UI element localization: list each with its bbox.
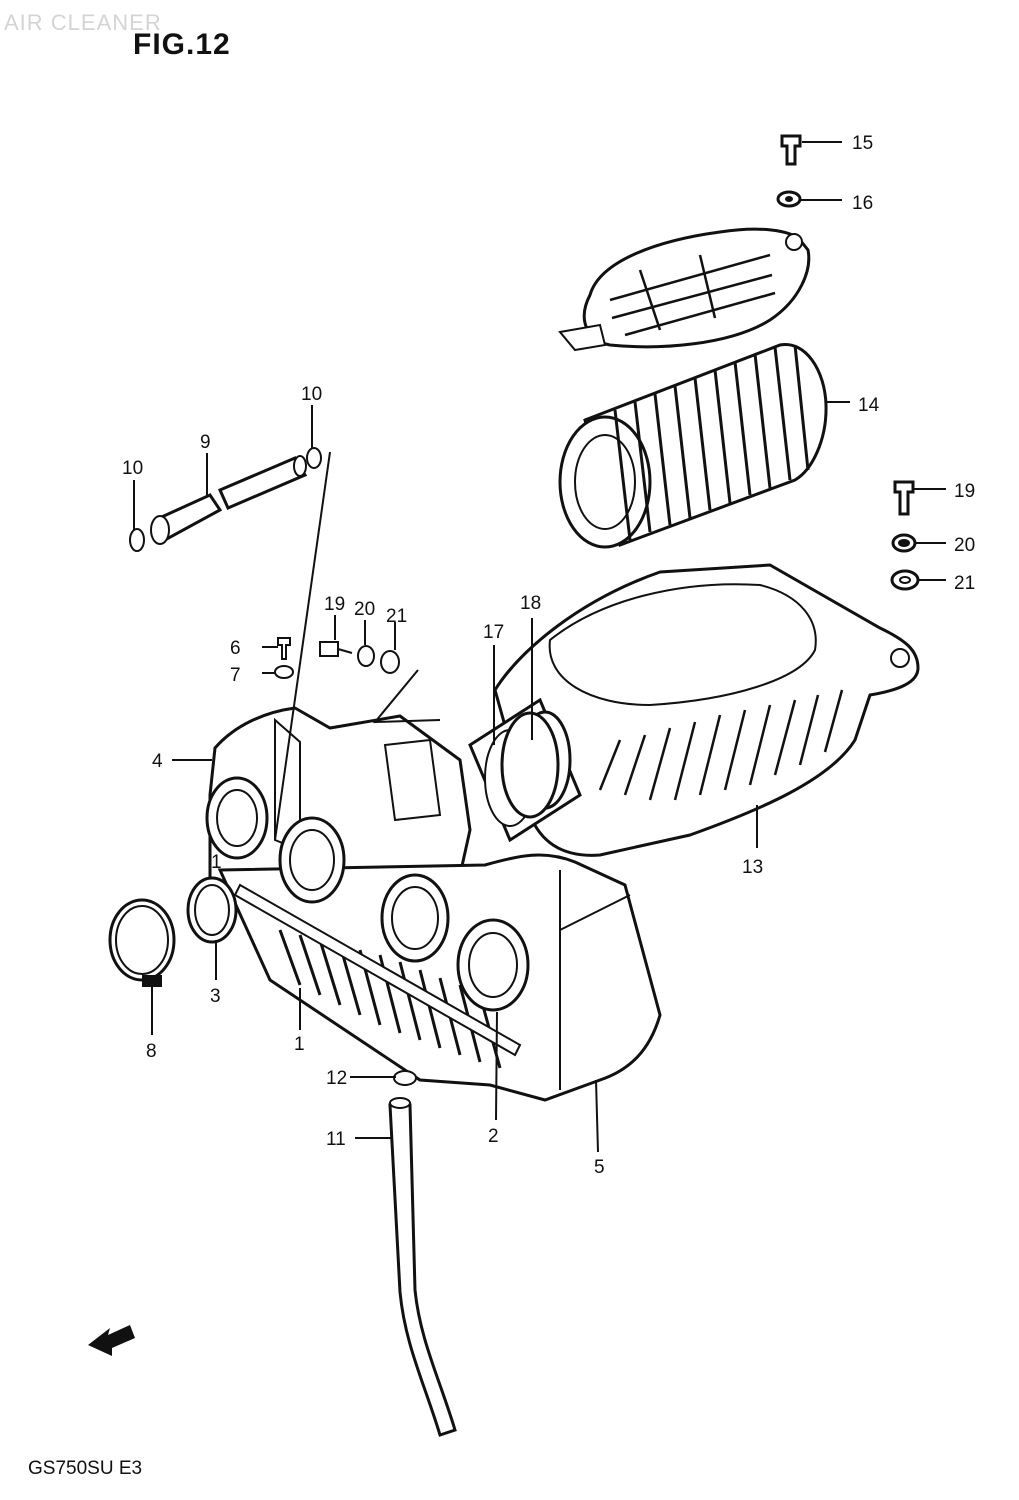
callout-1-upper: 1 xyxy=(211,852,222,873)
intake-ring-part-2 xyxy=(205,776,530,1012)
callout-1-lower: 1 xyxy=(294,1034,305,1055)
callout-19-left: 19 xyxy=(324,594,345,615)
nut-part-20-left xyxy=(357,645,375,667)
callout-21-left: 21 xyxy=(386,606,407,627)
callout-2: 2 xyxy=(488,1126,499,1147)
callout-16: 16 xyxy=(852,193,873,214)
air-cleaner-body-part-4 xyxy=(208,706,472,892)
callout-21-right: 21 xyxy=(954,573,975,594)
filter-element-part-14 xyxy=(558,343,828,549)
callout-12: 12 xyxy=(326,1068,347,1089)
bolt-part-19-right xyxy=(893,480,915,516)
hose-clip-part-12 xyxy=(393,1070,417,1086)
callout-10-left: 10 xyxy=(122,458,143,479)
air-cleaner-case-part-13 xyxy=(493,563,920,857)
callout-13: 13 xyxy=(742,857,763,878)
callout-3: 3 xyxy=(210,986,221,1007)
breather-hose-part-9 xyxy=(150,455,308,545)
figure-title: FIG.12 xyxy=(133,28,231,61)
section-watermark: AIR CLEANER xyxy=(4,10,162,35)
air-cleaner-body-part-5 xyxy=(217,853,662,1102)
callout-20-right: 20 xyxy=(954,535,975,556)
clamp-part-18 xyxy=(500,711,560,819)
model-code: GS750SU E3 xyxy=(28,1458,143,1479)
bolt-part-15 xyxy=(780,134,802,166)
callout-19-right: 19 xyxy=(954,481,975,502)
nut-part-20-right xyxy=(891,533,917,553)
hose-clip-part-10-right xyxy=(306,447,322,469)
callout-labels: 15 16 14 19 20 21 13 17 18 4 1 5 2 1 3 8… xyxy=(122,133,975,1178)
callout-6: 6 xyxy=(230,638,241,659)
drain-hose-part-11 xyxy=(388,1097,457,1437)
washer-part-21-right xyxy=(890,569,920,591)
washer-part-7 xyxy=(274,665,294,679)
callout-20-left: 20 xyxy=(354,599,375,620)
rubber-ribs-part-1 xyxy=(233,883,522,1069)
callout-8: 8 xyxy=(146,1041,157,1062)
callout-17: 17 xyxy=(483,622,504,643)
callout-15: 15 xyxy=(852,133,873,154)
filter-cap-part xyxy=(558,227,811,352)
callout-7: 7 xyxy=(230,665,241,686)
front-direction-arrow-icon xyxy=(88,1325,135,1356)
callout-10-right: 10 xyxy=(301,384,322,405)
seal-ring-part-3 xyxy=(186,876,238,944)
callout-9: 9 xyxy=(200,432,211,453)
callout-5: 5 xyxy=(594,1157,605,1178)
callout-18: 18 xyxy=(520,593,541,614)
screw-part-6 xyxy=(277,637,291,660)
hose-clip-part-10-left xyxy=(129,528,145,552)
washer-part-16 xyxy=(776,190,802,208)
callout-11: 11 xyxy=(326,1129,346,1150)
washer-part-21-left xyxy=(380,650,400,674)
hose-clamp-part-8 xyxy=(108,898,176,987)
callout-4: 4 xyxy=(152,751,163,772)
bolt-part-19-left xyxy=(319,641,353,657)
callout-14: 14 xyxy=(858,395,880,416)
leader-lines xyxy=(133,141,946,1153)
